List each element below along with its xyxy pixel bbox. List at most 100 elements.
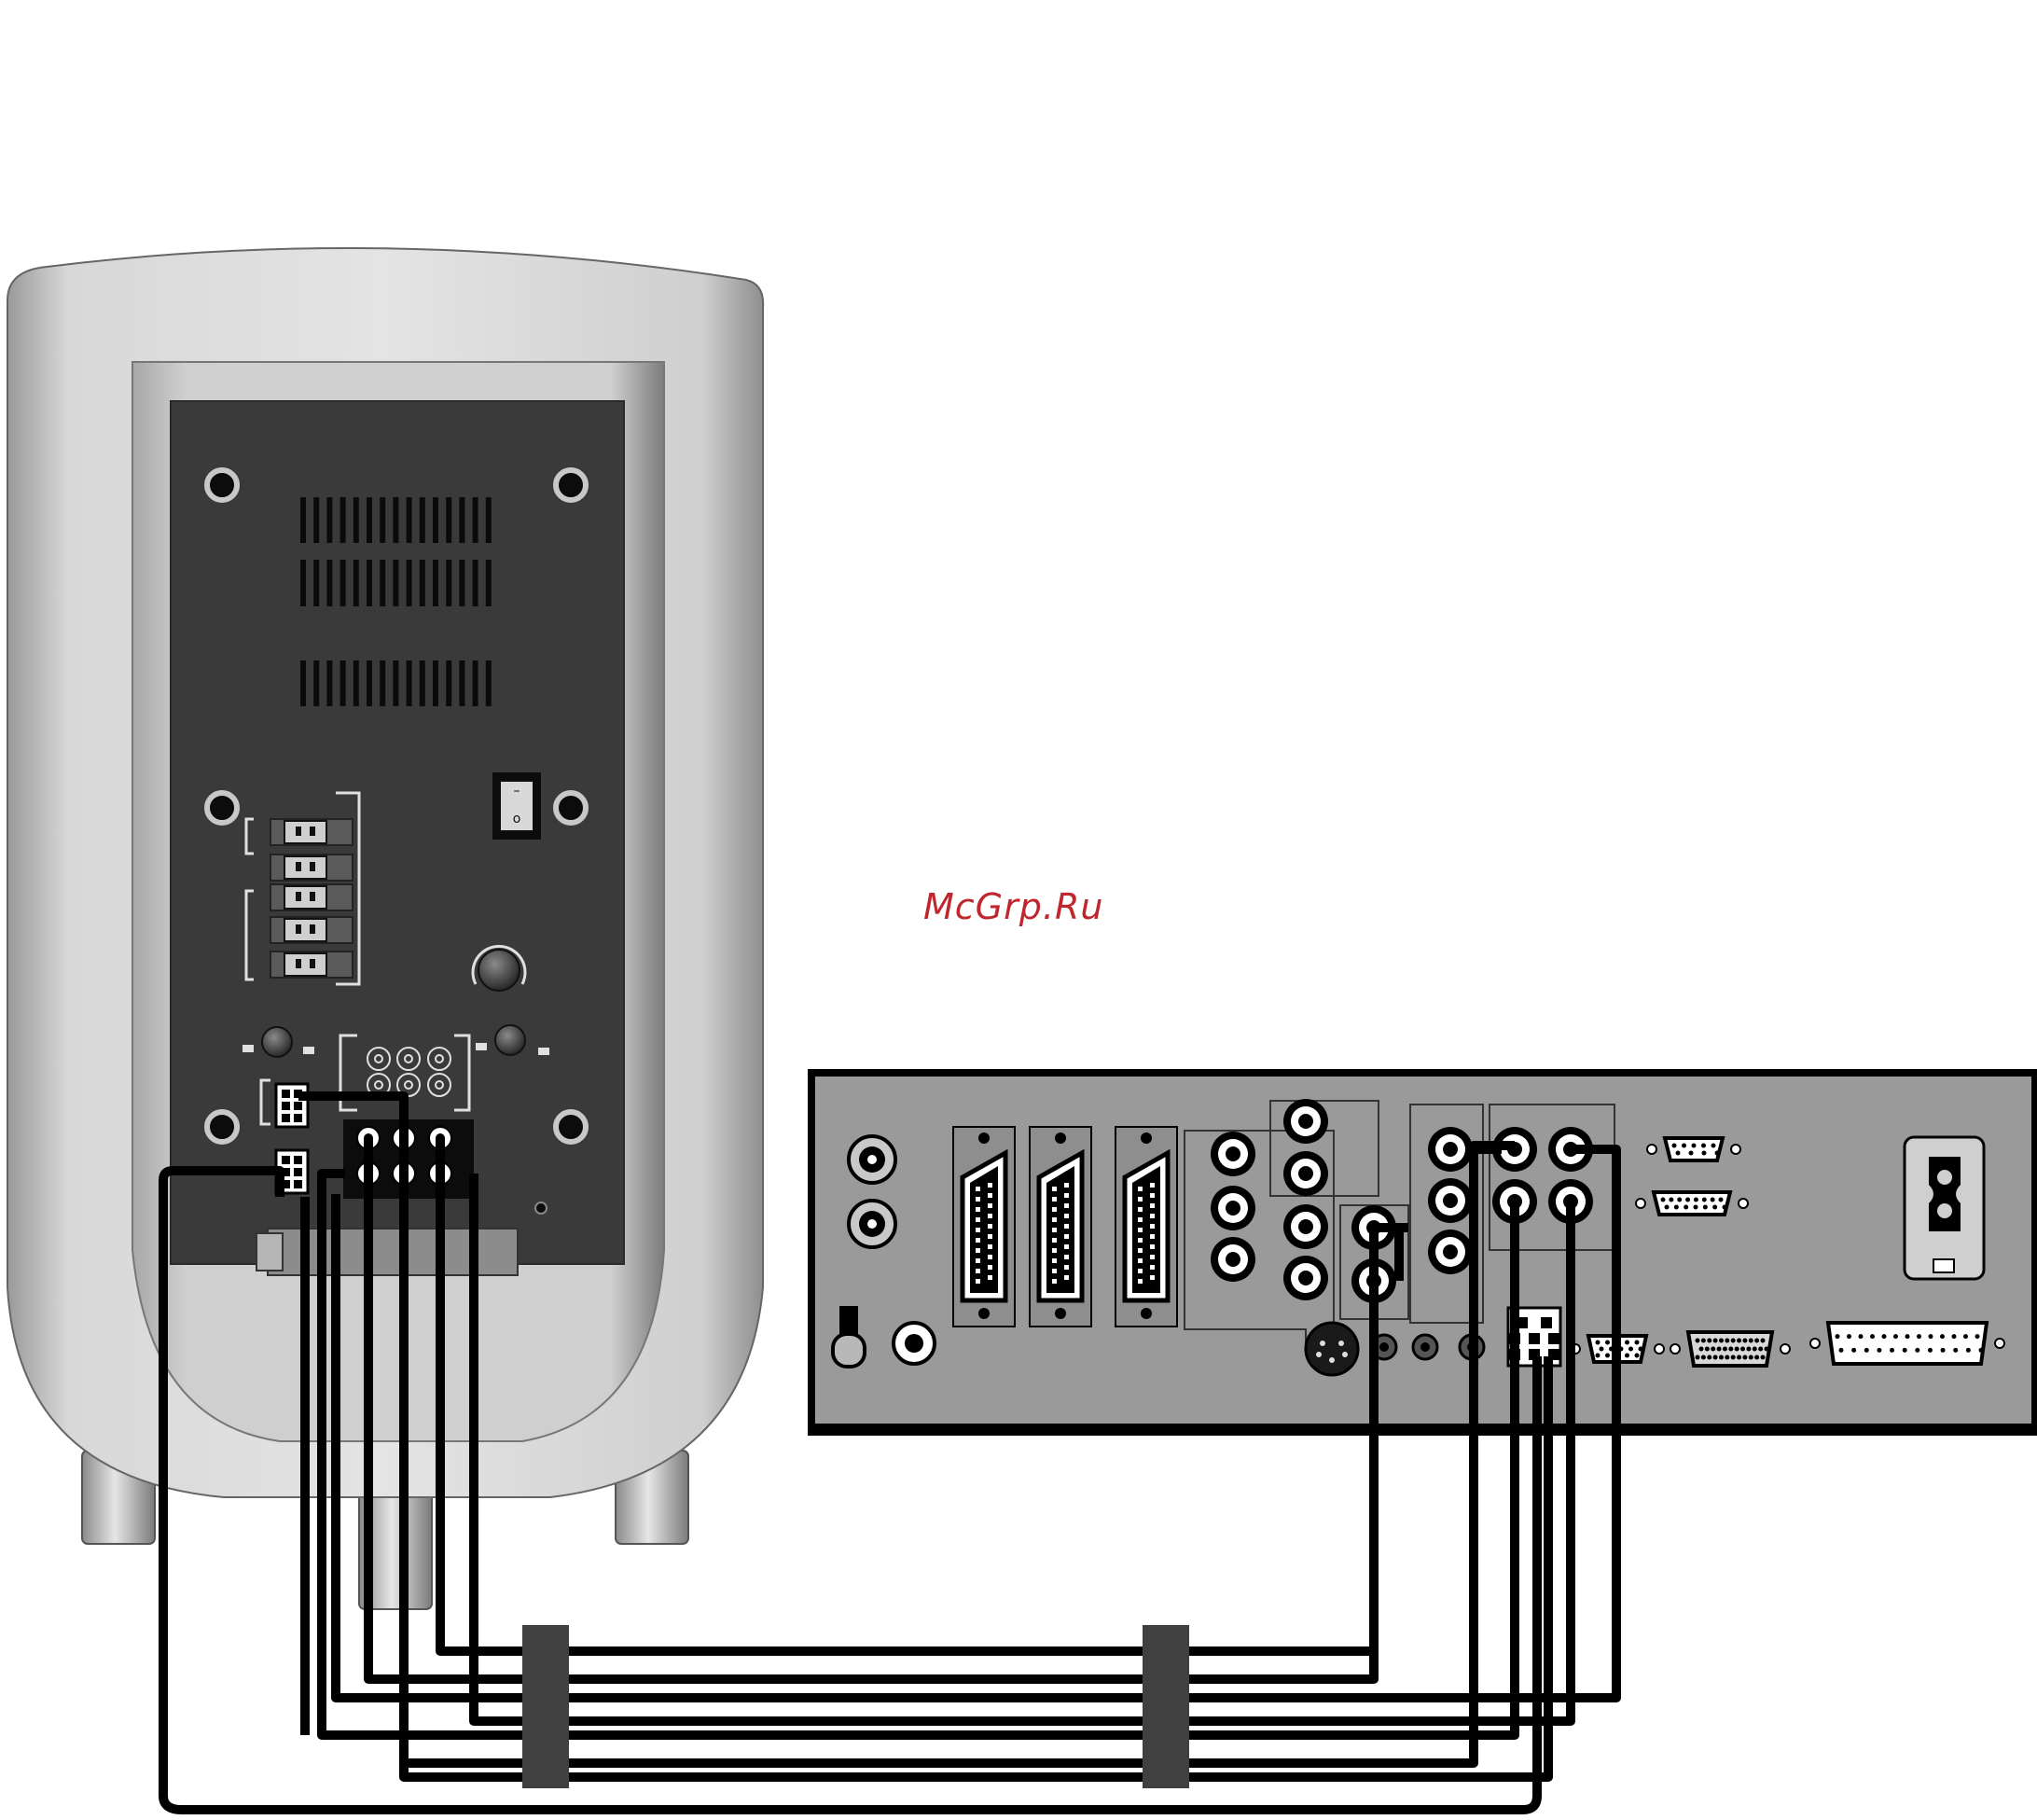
- mains-socket[interactable]: [1905, 1137, 1984, 1279]
- port-pin: [1737, 1339, 1741, 1343]
- vent-slot: [459, 660, 464, 706]
- scart-pin: [988, 1265, 992, 1270]
- port-pin: [1694, 1198, 1698, 1202]
- scart-pin: [1052, 1197, 1057, 1202]
- port-screw: [1670, 1344, 1680, 1354]
- vent-slot: [393, 560, 398, 606]
- scart-screw: [1141, 1308, 1152, 1319]
- port-pin: [1596, 1341, 1600, 1345]
- scart-pin: [1138, 1258, 1143, 1263]
- connector-pin: [294, 1156, 302, 1164]
- port-pin: [1915, 1348, 1919, 1353]
- screw-hole: [556, 1112, 586, 1142]
- vent-slot: [367, 497, 372, 543]
- connector-pin: [1541, 1317, 1552, 1328]
- vent-slot: [459, 497, 464, 543]
- scart-sockets[interactable]: [953, 1127, 1177, 1327]
- port-pin: [1707, 1339, 1711, 1343]
- rca-pin: [1298, 1271, 1313, 1285]
- system-connector-1[interactable]: [276, 1084, 308, 1127]
- connector-pin: [294, 1168, 302, 1176]
- port-pin: [1711, 1347, 1715, 1352]
- rca-pin: [1443, 1244, 1458, 1259]
- port-pin: [1719, 1355, 1724, 1360]
- parallel-port[interactable]: [1810, 1323, 2004, 1364]
- port-pin: [1966, 1348, 1971, 1353]
- port-pin: [1701, 1144, 1706, 1148]
- terminal-clip: [284, 919, 326, 941]
- scart-pin: [1064, 1255, 1069, 1259]
- scart-pin: [1064, 1203, 1069, 1208]
- scart-socket[interactable]: [1116, 1127, 1177, 1327]
- port-pin: [1682, 1144, 1686, 1148]
- port-pin: [1665, 1205, 1670, 1210]
- port-pin: [1749, 1355, 1753, 1360]
- scart-socket[interactable]: [953, 1127, 1015, 1327]
- connector-pin: [294, 1180, 302, 1188]
- rca-pin: [1443, 1193, 1458, 1208]
- port-pin: [1672, 1144, 1677, 1148]
- rca-socket[interactable]: [1428, 1178, 1473, 1223]
- port-pin: [1847, 1334, 1851, 1339]
- vent-slot: [313, 497, 319, 543]
- rca-socket[interactable]: [1211, 1237, 1255, 1282]
- rca-socket[interactable]: [1428, 1127, 1473, 1172]
- phase-knob[interactable]: [262, 1027, 292, 1057]
- port-pin: [1701, 1355, 1706, 1360]
- vent-slot: [340, 497, 346, 543]
- port-pin: [1699, 1347, 1704, 1352]
- scart-pin: [988, 1224, 992, 1229]
- vent-slot: [353, 497, 359, 543]
- rca-socket[interactable]: [1283, 1204, 1328, 1249]
- port-pin: [1940, 1334, 1945, 1339]
- port-pin: [1765, 1347, 1769, 1352]
- port-pin: [1600, 1347, 1604, 1352]
- scart-pin: [1138, 1238, 1143, 1243]
- scart-pin: [988, 1234, 992, 1239]
- port-pin: [1735, 1347, 1739, 1352]
- vent-slot: [433, 660, 438, 706]
- port-pin: [1605, 1341, 1610, 1345]
- port-pin: [1749, 1339, 1753, 1343]
- scart-socket[interactable]: [1030, 1127, 1091, 1327]
- port-pin: [1711, 1144, 1716, 1148]
- screw-hole: [207, 1112, 237, 1142]
- vent-slot: [420, 660, 425, 706]
- port-pin: [1742, 1339, 1747, 1343]
- port-pin: [1669, 1198, 1673, 1202]
- vent-slot: [433, 560, 438, 606]
- vent-slot: [407, 560, 412, 606]
- port-pin: [1701, 1339, 1706, 1343]
- rca-pin: [1226, 1252, 1240, 1267]
- connector-pin: [294, 1114, 302, 1122]
- port-shell: [1828, 1323, 1987, 1364]
- port-pin: [1979, 1348, 1984, 1353]
- scart-pin: [976, 1258, 980, 1263]
- rca-socket[interactable]: [1211, 1132, 1255, 1176]
- port-pin: [1685, 1198, 1690, 1202]
- port-pin: [1903, 1348, 1907, 1353]
- port-pin: [1696, 1339, 1700, 1343]
- rca-socket[interactable]: [1428, 1230, 1473, 1274]
- mini-din-socket[interactable]: [1306, 1323, 1358, 1375]
- rca-socket[interactable]: [1283, 1151, 1328, 1196]
- scart-pin: [976, 1248, 980, 1253]
- power-switch[interactable]: – o: [492, 772, 541, 840]
- port-pin: [1839, 1348, 1844, 1353]
- port-pin: [1625, 1341, 1629, 1345]
- vent-slot: [446, 497, 451, 543]
- vent-slot: [380, 560, 385, 606]
- crossover-knob[interactable]: [495, 1025, 525, 1055]
- terminal-hole: [296, 862, 301, 871]
- cable-tie-left: [522, 1625, 569, 1788]
- rca-socket[interactable]: [1283, 1256, 1328, 1300]
- scart-pin: [1150, 1224, 1155, 1229]
- rca-socket[interactable]: [1283, 1099, 1328, 1144]
- connector-pin: [282, 1090, 290, 1098]
- rca-pin: [1298, 1114, 1313, 1129]
- port-pin: [1703, 1205, 1708, 1210]
- rca-socket[interactable]: [1211, 1186, 1255, 1230]
- vent-slot: [353, 560, 359, 606]
- vent-slot: [340, 660, 346, 706]
- port-pin: [1870, 1334, 1875, 1339]
